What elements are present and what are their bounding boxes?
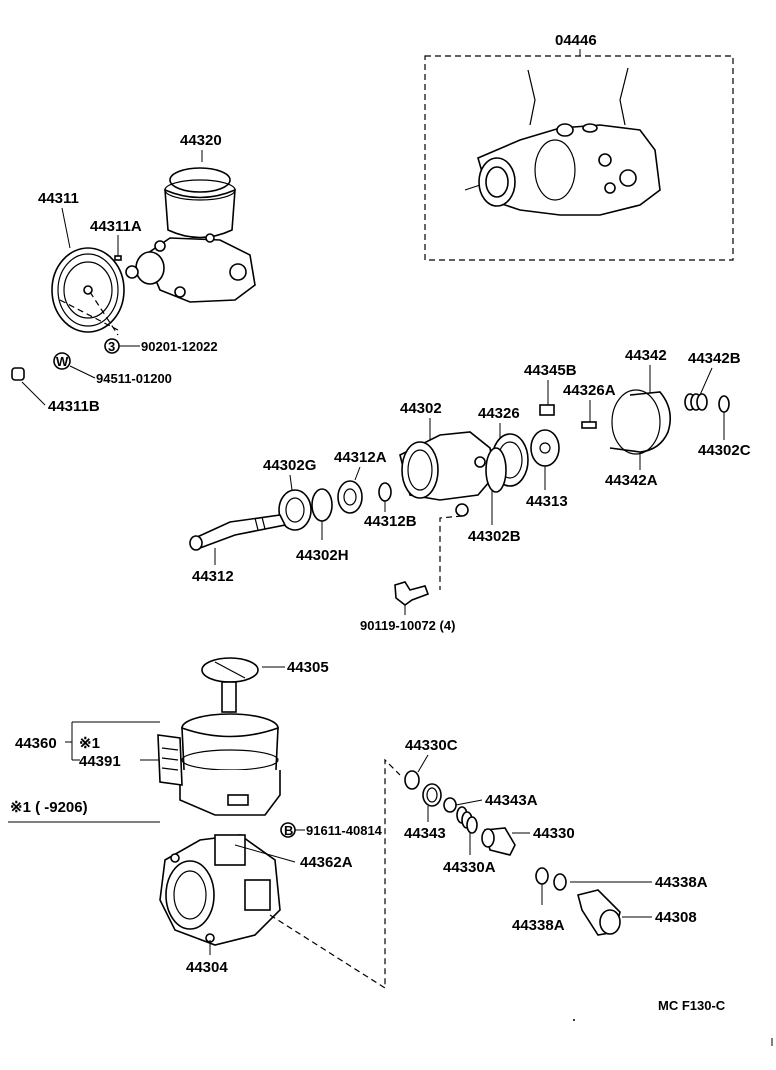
label-note-date: ※1 ( -9206)	[10, 799, 88, 816]
oring-44302H	[311, 488, 333, 522]
label-44302H: 44302H	[296, 547, 349, 564]
label-44343: 44343	[404, 825, 446, 842]
bracket-44360	[65, 721, 160, 761]
label-44302B: 44302B	[468, 528, 521, 545]
label-44326: 44326	[478, 405, 520, 422]
label-44330A: 44330A	[443, 859, 496, 876]
pulley-illustration	[51, 247, 125, 336]
label-44311A: 44311A	[90, 218, 142, 235]
label-44302C: 44302C	[698, 442, 751, 459]
label-44391: 44391	[79, 753, 121, 770]
spring-44342B	[684, 393, 708, 411]
cover-44342	[609, 389, 671, 455]
snap-ring-44312B	[378, 482, 392, 502]
oring-44343A	[443, 797, 457, 813]
cap-44343	[422, 783, 442, 807]
pin-44326A	[581, 421, 597, 429]
label-note-mark: ※1	[79, 735, 100, 752]
label-44312A: 44312A	[334, 449, 387, 466]
bolt-90119	[394, 581, 430, 606]
reservoir-bottom	[179, 713, 281, 816]
nut-marker: 3	[104, 338, 120, 354]
label-44311: 44311	[38, 190, 79, 207]
diagram-code: MC F130-C	[658, 998, 726, 1013]
bearing-44302G	[278, 489, 312, 531]
valve-44330	[481, 827, 516, 856]
label-44308: 44308	[655, 909, 697, 926]
label-44360: 44360	[15, 735, 57, 752]
label-04446: 04446	[555, 32, 597, 49]
pump-body-44304	[159, 834, 281, 946]
label-44302: 44302	[400, 400, 442, 417]
label-plate-44391	[157, 734, 183, 786]
label-44338A-right: 44338A	[655, 874, 708, 891]
label-44326A: 44326A	[563, 382, 616, 399]
label-94511-01200: 94511-01200	[96, 371, 172, 386]
shaft-44312	[189, 514, 287, 551]
housing-44302	[399, 431, 496, 517]
label-44312: 44312	[192, 568, 234, 585]
label-44311B: 44311B	[48, 398, 100, 415]
label-44330C: 44330C	[405, 737, 458, 754]
part-44345B	[539, 404, 555, 416]
label-44342: 44342	[625, 347, 667, 364]
label-44338A-left: 44338A	[512, 917, 565, 934]
spring-44330A	[456, 806, 478, 834]
seal-44330C	[404, 770, 420, 790]
label-44342B: 44342B	[688, 350, 741, 367]
washer-marker: W	[53, 352, 71, 370]
cap-44305	[201, 657, 259, 713]
label-44345B: 44345B	[524, 362, 577, 379]
label-91611-40814: 91611-40814	[306, 823, 383, 838]
label-44302G: 44302G	[263, 457, 316, 474]
rotor-44313	[530, 429, 560, 467]
plug-44308	[577, 889, 621, 936]
label-44342A: 44342A	[605, 472, 658, 489]
label-44313: 44313	[526, 493, 568, 510]
label-44362A: 44362A	[300, 854, 353, 871]
oring-44338A-upper	[535, 867, 549, 885]
pump-exploded-middle: 44345B 44342 44342B 44302C 44342A 44326A…	[189, 347, 751, 633]
svg-text:3: 3	[108, 339, 115, 354]
gasket-kit-group: 04446	[424, 32, 734, 261]
label-44304: 44304	[186, 959, 228, 976]
label-44305: 44305	[287, 659, 329, 676]
bolt-dash-line	[439, 515, 463, 590]
pump-body-top-illustration	[125, 233, 256, 303]
bolt-marker: B	[280, 822, 296, 838]
oring-44338A-lower	[553, 873, 567, 891]
label-44320: 44320	[180, 132, 222, 149]
gasket-kit-box	[424, 55, 734, 261]
pump-assembly-bottom: 44305 44360 ※1 44391 ※1 ( -9206)	[8, 657, 708, 990]
valve-dash-line	[269, 758, 401, 990]
oring-44302C	[718, 395, 730, 413]
label-90201-12022: 90201-12022	[141, 339, 218, 354]
pump-assembly-top: 44320 44311 44311A	[11, 132, 256, 415]
bearing-44312A	[337, 480, 363, 514]
speck-mark	[573, 1019, 575, 1021]
label-44312B: 44312B	[364, 513, 417, 530]
svg-text:W: W	[56, 354, 69, 369]
nut-44311B-illustration	[11, 367, 25, 381]
label-44330: 44330	[533, 825, 575, 842]
ring-44326	[485, 433, 529, 493]
label-44343A: 44343A	[485, 792, 538, 809]
reservoir-top-illustration	[164, 167, 236, 239]
svg-text:B: B	[284, 823, 293, 838]
gasket-kit-housing-illustration	[464, 67, 661, 216]
woodruff-key	[114, 255, 122, 261]
label-90119-10072: 90119-10072 (4)	[360, 618, 455, 633]
